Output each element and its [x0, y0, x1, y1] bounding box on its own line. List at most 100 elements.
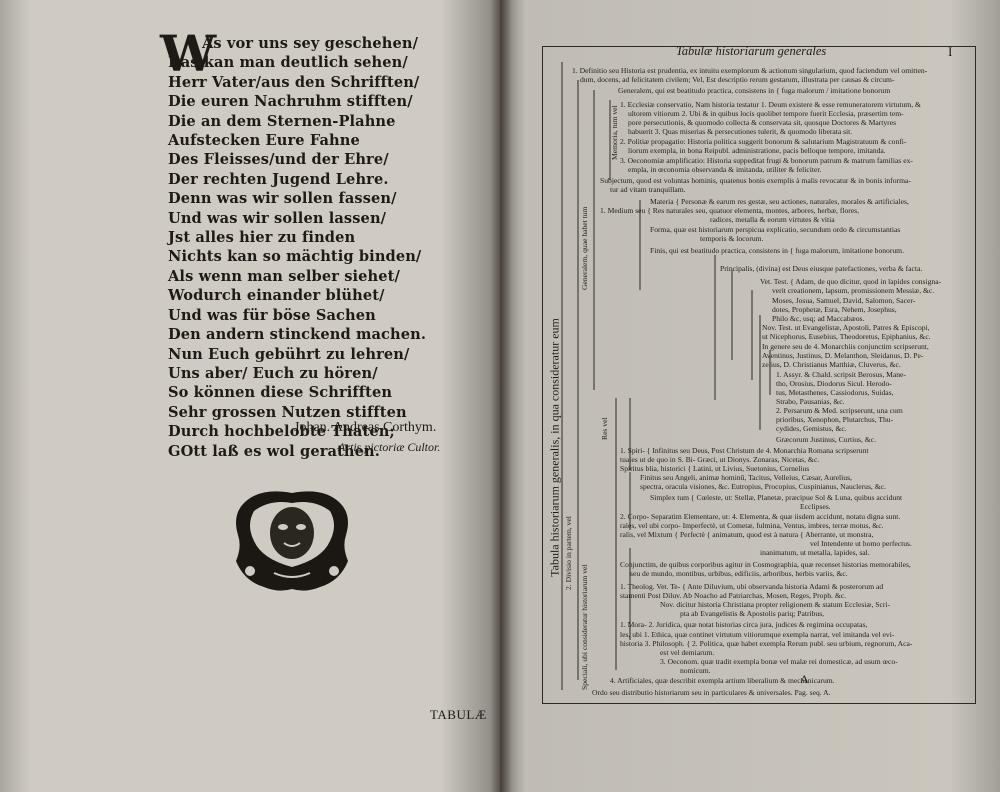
scheme-line: Vet. Test. { Adam, de quo dicitur, quod …	[760, 277, 942, 286]
poem-line: Die an dem Sternen-Plahne	[168, 112, 396, 130]
poem-line: Der rechten Jugend Lehre.	[168, 170, 389, 188]
scheme-line: 3. Oeconom. quæ tradit exempla bonæ vel …	[660, 657, 898, 666]
scheme-line: vel Intendente ut homo perfectus.	[810, 539, 912, 548]
book-gutter	[490, 0, 512, 792]
scheme-line: 3. Oeconomiæ amplificatio: Historia supp…	[620, 156, 913, 165]
scheme-line: Philo &c, usq; ad Maccabæos.	[772, 314, 865, 323]
scheme-line: est vel demiarum.	[660, 648, 715, 657]
scheme-line: 1. Spiri- { Infinitus seu Deus, Post Chr…	[620, 446, 869, 455]
scheme-line: ut Nicephorus, Eusebius, Theodoretus, Ep…	[762, 332, 931, 341]
poem-line: Wodurch einander blühet/	[168, 287, 385, 305]
scheme-line: 1. Ecclesiæ conservatio, Nam historia te…	[620, 100, 921, 109]
poem-line: Als wenn man selber siehet/	[168, 267, 400, 285]
poem-line: Nun Euch gebührt zu lehren/	[168, 345, 410, 363]
poem-line: Uns aber/ Euch zu hören/	[168, 364, 378, 382]
poem-line: As vor uns sey geschehen/	[202, 35, 419, 52]
scheme-line: radices, metalla & eorum virtutes & viti…	[710, 215, 835, 224]
scheme-line: seu de mundo, montibus, urbibus, edifici…	[630, 569, 848, 578]
scheme-line: Forma, quæ est historiarum perspicua exp…	[650, 225, 901, 234]
scheme-line: les, ubi 1. Ethica, quæ continet virtutu…	[620, 630, 895, 639]
ornament-mask-icon	[236, 491, 348, 591]
poem-line: Herr Vater/aus den Schrifften/	[168, 73, 420, 91]
poem-line: Das kan man deutlich sehen/	[168, 54, 408, 72]
scheme-line: Conjunctim, de quibus corporibus agitur …	[620, 560, 911, 569]
scheme-line: pore persecutionis, & quomodo collecta &…	[628, 118, 897, 127]
author-title: Artis pictoriæ Cultor.	[338, 440, 441, 454]
scheme-line: Simplex tum { Cœleste, ut: Stellæ, Plane…	[650, 493, 903, 502]
scheme-line: Nov. Test. ut Evangelistæ, Apostoli, Pat…	[762, 323, 930, 332]
scheme-line: Materia { Personæ & earum res gestæ, seu…	[650, 197, 909, 206]
scheme-line: Nov. dicitur historia Christiana propter…	[660, 600, 891, 609]
scheme-line: Ecclipses.	[800, 502, 831, 511]
scheme-line: Aventinus, Justinus, D. Melanthon, Sleid…	[762, 351, 924, 360]
running-title: Tabulæ historiarum generales	[676, 44, 827, 58]
scheme-line: In genere seu de 4. Monarchiis conjuncti…	[762, 342, 929, 351]
scheme-line: tho, Orosius, Diodorus Sicul. Herodo-	[776, 379, 892, 388]
poem: As vor uns sey geschehen/ Das kan man de…	[168, 34, 468, 461]
scheme-line: tus, Metasthenes, Cassiodorus, Suidas,	[776, 388, 894, 397]
poem-line: Denn was wir sollen fassen/	[168, 190, 397, 208]
poem-line: Jst alles hier zu finden	[168, 229, 356, 247]
scheme-line: 1. Theolog. Vet. Te- { Ante Diluvium, ub…	[620, 582, 884, 591]
scheme-line: tuales ut de quo in S. Bi- Græci, ut Dio…	[620, 455, 820, 464]
scheme-line: Subjectum, quod est voluntas hominis, qu…	[600, 176, 911, 185]
scheme-line: ralis, vel Mixtum { Perfectè { animatum,…	[620, 530, 874, 539]
scheme-line: dotes, Prophetæ, Esra, Nehem, Josephus,	[772, 305, 897, 314]
scheme-line: nomicum.	[680, 666, 711, 675]
brace-lines	[561, 62, 771, 690]
scheme-line: cydides, Gemistus, &c.	[776, 424, 847, 433]
scheme-line: 4. Artificiales, quæ describit exempla a…	[610, 676, 835, 685]
poem-line: Des Fleisses/und der Ehre/	[168, 151, 389, 169]
poem-line: Und was wir sollen lassen/	[168, 209, 387, 227]
scheme-line: pta ab Evangelistis & Apostolis pariq; P…	[680, 609, 825, 618]
scheme-line: Strabo, Pausanias, &c.	[776, 397, 845, 406]
scheme-line: 1. Medium seu { Res naturales seu, quatu…	[600, 206, 860, 215]
scheme-line: ultorem vitiorum 2. Ubi & in quibus loci…	[628, 109, 904, 118]
scheme-line: 1. Assyr. & Chald. scripsit Berosus, Man…	[776, 370, 906, 379]
scheme-line: dum, docens, ad felicitatem civilem; Vel…	[580, 75, 895, 84]
table-frame	[542, 46, 976, 704]
scheme-line: prioribus, Xenophon, Plutarchus, Thu-	[776, 415, 894, 424]
scheme-line: 2. Politiæ propagatio: Historia politica…	[620, 137, 907, 146]
poem-line: Aufstecken Eure Fahne	[168, 132, 360, 150]
scheme-line: Spiritus blia, historici { Latini, ut Li…	[620, 464, 810, 473]
scheme-line: Ordo seu distributio historiarum seu in …	[592, 688, 831, 697]
scheme-line: rales, vel ubi corpo- Imperfectè, ut Com…	[620, 521, 884, 530]
scheme-text: 1. Definitio seu Historia est prudentia,…	[500, 0, 1000, 792]
scheme-line: zelius, D. Christianus Matthiæ, Cluverus…	[762, 360, 901, 369]
catchword: TABULÆ	[430, 707, 487, 722]
poem-line: GOtt laß es wol gerathen.	[168, 442, 380, 460]
scheme-line: liorum exempla, in bona Reipubl. adminis…	[628, 146, 886, 155]
scheme-line: Principalis, (divina) est Deus eiusque p…	[720, 264, 923, 273]
scheme-line: Finis, qui est beatitudo practica, consi…	[650, 246, 904, 255]
scheme-line: 1. Definitio seu Historia est prudentia,…	[572, 66, 928, 75]
scheme-line: 2. Corpo- Separatim Elementare, ut: 4. E…	[620, 512, 901, 521]
scheme-line: Græcorum Justinus, Curtius, &c.	[776, 435, 876, 444]
poem-line: Und was für böse Sachen	[168, 306, 376, 324]
scheme-line: empla, in œconomia observanda & imitanda…	[628, 165, 822, 174]
poem-line: Die euren Nachruhm stifften/	[168, 93, 413, 111]
right-page: Tabulæ historiarum generales I Tabula hi…	[500, 0, 1000, 792]
scheme-line: 2. Persarum & Med. scripserunt, una cum	[776, 406, 903, 415]
scheme-line: spectra, oracula visiones, &c. Eutropius…	[640, 482, 886, 491]
poem-line: Durch hochbelobte Thaten;	[168, 423, 395, 441]
poem-line: Den andern stinckend machen.	[168, 326, 427, 344]
poem-line: Sehr grossen Nutzen stifften	[168, 403, 407, 421]
scheme-line: inanimatum, ut metalla, lapides, sal.	[760, 548, 870, 557]
scheme-line: Moses, Josua, Samuel, David, Salomon, Sa…	[772, 296, 916, 305]
signature-mark: A	[800, 672, 809, 686]
scheme-line: Finitus seu Angeli, animæ hominū, Tacitu…	[640, 473, 852, 482]
page-number: I	[948, 44, 953, 59]
scheme-line: verit creationem, lapsum, promissionem M…	[772, 286, 935, 295]
poem-line: So können diese Schrifften	[168, 384, 393, 402]
scheme-line: temporis & locorum.	[700, 234, 764, 243]
scheme-line: stamenti Post Diluv. Ab Noacho ad Patria…	[620, 591, 847, 600]
scheme-line: habuerit 3. Quas miserias & persecutione…	[628, 127, 853, 136]
scheme-line: tur ad vitam tranquillam.	[610, 185, 686, 194]
poem-line: Nichts kan so mächtig binden/	[168, 248, 422, 266]
scheme-line: historia 3. Philosoph. { 2. Politica, qu…	[620, 639, 913, 648]
scheme-line: Generalem, qui est beatitudo practica, c…	[618, 86, 891, 95]
left-page: W As vor uns sey geschehen/ Das kan man …	[0, 0, 500, 792]
author-name: Johan. Andreas Corthym.	[294, 420, 437, 435]
